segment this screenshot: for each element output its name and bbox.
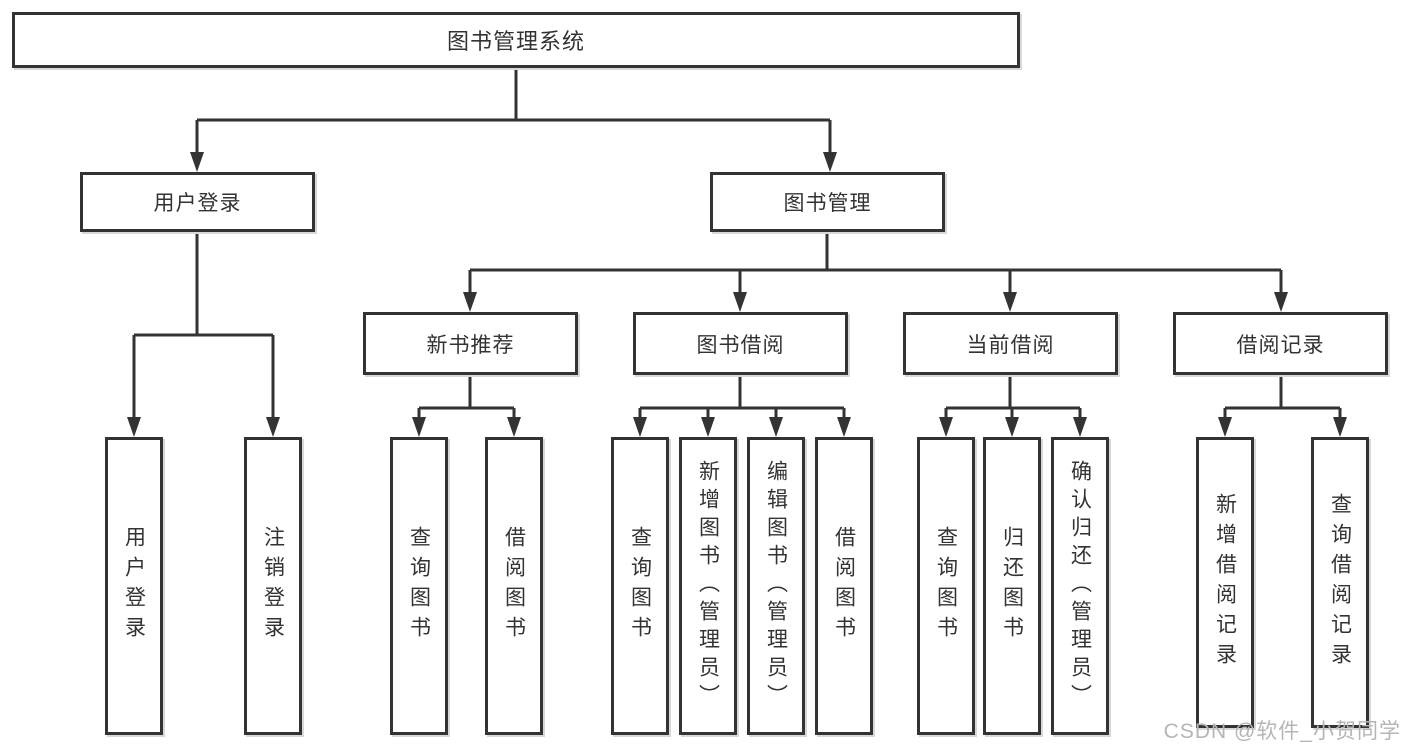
leaf-borrow-add-books-admin: 新增图书（管理员） bbox=[679, 437, 737, 735]
node-label: 用户登录 bbox=[122, 526, 146, 646]
node-label: 查询借阅记录 bbox=[1328, 492, 1352, 673]
node-label: 借阅图书 bbox=[502, 526, 526, 646]
leaf-records-query-borrow-record: 查询借阅记录 bbox=[1311, 437, 1369, 728]
node-label: 图书借阅 bbox=[696, 333, 785, 357]
node-label: 当前借阅 bbox=[966, 333, 1055, 357]
node-book-borrowing: 图书借阅 bbox=[633, 312, 848, 375]
leaf-records-add-borrow-record: 新增借阅记录 bbox=[1196, 437, 1254, 728]
leaf-newbook-borrow-books: 借阅图书 bbox=[485, 437, 543, 735]
node-label: 查询图书 bbox=[407, 526, 431, 646]
connector-records-to-leaves bbox=[1223, 375, 1342, 420]
node-label: 归还图书 bbox=[1000, 526, 1024, 646]
leaf-current-query-books: 查询图书 bbox=[917, 437, 975, 735]
node-label: 新增借阅记录 bbox=[1213, 492, 1237, 673]
node-label: 图书管理系统 bbox=[446, 29, 585, 54]
leaf-borrow-query-books: 查询图书 bbox=[611, 437, 669, 735]
csdn-watermark: CSDN @软件_小贺同学 bbox=[1163, 720, 1401, 743]
node-book-management: 图书管理 bbox=[710, 172, 945, 232]
leaf-current-return-books: 归还图书 bbox=[983, 437, 1041, 735]
node-new-book-recommendation: 新书推荐 bbox=[363, 312, 578, 375]
node-label: 新书推荐 bbox=[426, 333, 515, 357]
leaf-newbook-query-books: 查询图书 bbox=[390, 437, 448, 735]
connector-bookmgmt-to-level3 bbox=[468, 232, 1283, 293]
node-label: 注销登录 bbox=[261, 526, 285, 646]
leaf-borrow-edit-books-admin: 编辑图书（管理员） bbox=[747, 437, 805, 735]
connector-userlogin-to-leaves bbox=[132, 232, 275, 420]
node-book-management-system: 图书管理系统 bbox=[12, 12, 1020, 68]
node-label: 借阅图书 bbox=[832, 526, 856, 646]
node-borrowing-records: 借阅记录 bbox=[1173, 312, 1388, 375]
node-label: 编辑图书（管理员） bbox=[764, 460, 788, 712]
leaf-logout-login: 注销登录 bbox=[244, 437, 302, 735]
node-label: 确认归还（管理员） bbox=[1068, 460, 1092, 712]
node-label: 借阅记录 bbox=[1236, 333, 1325, 357]
connector-root-to-level2 bbox=[195, 68, 832, 153]
node-label: 用户登录 bbox=[153, 192, 242, 215]
leaf-user-login: 用户登录 bbox=[105, 437, 163, 735]
node-label: 图书管理 bbox=[783, 192, 872, 215]
leaf-borrow-borrow-books: 借阅图书 bbox=[815, 437, 873, 735]
connector-bookborrow-to-leaves bbox=[638, 375, 846, 420]
node-current-borrowing: 当前借阅 bbox=[903, 312, 1118, 375]
node-label: 查询图书 bbox=[628, 526, 652, 646]
node-user-login: 用户登录 bbox=[80, 172, 315, 232]
leaf-current-confirm-return-admin: 确认归还（管理员） bbox=[1051, 437, 1109, 735]
node-label: 新增图书（管理员） bbox=[696, 460, 720, 712]
node-label: 查询图书 bbox=[934, 526, 958, 646]
connector-currentborrow-to-leaves bbox=[944, 375, 1082, 420]
connector-newbook-to-leaves bbox=[417, 375, 516, 420]
